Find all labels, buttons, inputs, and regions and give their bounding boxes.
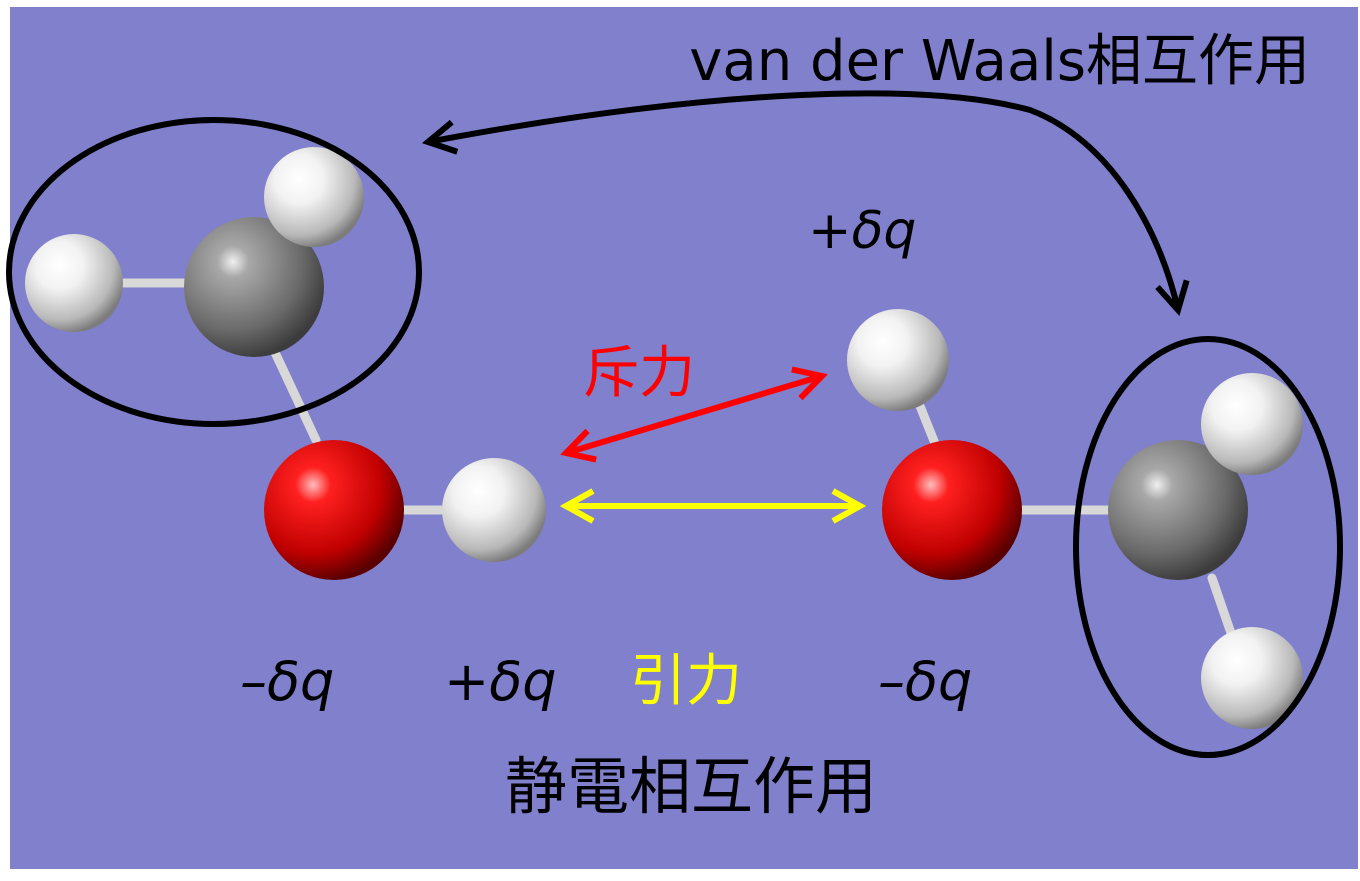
hydrogen-atom [1201,627,1303,729]
molecule-left [25,147,546,580]
repulsion-label: 斥力 [583,341,695,406]
methyl-outline-left [6,117,422,427]
bond-oh-right [915,401,941,451]
repulsion-arrow [566,376,822,453]
vdw-label: van der Waals相互作用 [689,29,1310,94]
hydrogen-atom [442,458,546,562]
oxygen-atom [264,440,404,580]
hydrogen-atom [264,147,364,247]
charge-label-minus-left: –δq [240,650,334,713]
carbon-atom [1108,440,1248,580]
charge-label-minus-right: –δq [878,650,972,713]
carbon-atom [184,217,324,357]
hydrogen-atom [847,309,949,411]
molecule-right [847,309,1303,729]
attraction-label: 引力 [630,649,742,714]
vdw-arrow [428,90,1178,310]
electrostatic-label: 静電相互作用 [505,750,877,823]
methyl-outline-right [1073,336,1343,758]
hydrogen-atom [1201,373,1303,475]
bond-ch-right-bottom [1207,573,1237,641]
oxygen-atom [882,440,1022,580]
charge-label-plus-mid: +δq [444,650,557,713]
charge-label-top-right: +δq [808,201,916,261]
bond-co-left [267,341,321,445]
hydrogen-atom [25,234,123,332]
